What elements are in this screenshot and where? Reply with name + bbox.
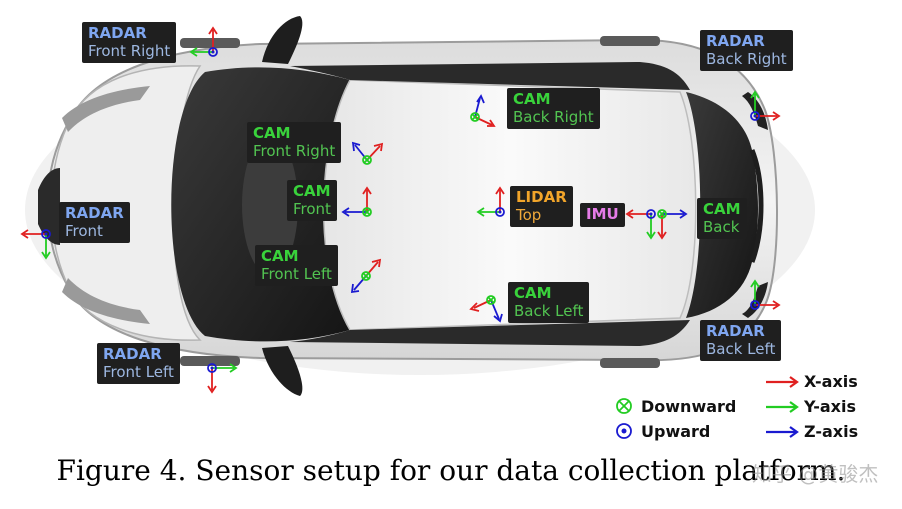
lidar-top-frame bbox=[476, 186, 505, 217]
label-cam-front-left: CAM Front Left bbox=[255, 245, 338, 286]
label-position: Back Right bbox=[513, 108, 594, 126]
car-mirror-top bbox=[262, 16, 303, 64]
label-cam-back-left: CAM Back Left bbox=[508, 282, 590, 323]
imu-frame bbox=[625, 209, 656, 240]
label-lidar-top: LIDAR Top bbox=[510, 186, 573, 227]
legend-x-axis-label: X-axis bbox=[804, 372, 858, 391]
cam-front-frame bbox=[341, 186, 372, 217]
z-axis-arrow-icon bbox=[766, 426, 799, 438]
label-type: CAM bbox=[293, 182, 331, 200]
label-type: CAM bbox=[513, 90, 551, 108]
label-type: LIDAR bbox=[516, 188, 567, 206]
label-cam-back: CAM Back bbox=[697, 198, 747, 239]
car-wheel-front-bottom bbox=[180, 356, 240, 366]
label-type: RADAR bbox=[103, 345, 162, 363]
label-position: Back Right bbox=[706, 50, 787, 68]
label-type: CAM bbox=[261, 247, 299, 265]
label-type: RADAR bbox=[706, 32, 765, 50]
y-axis-arrow-icon bbox=[766, 401, 799, 413]
label-type: CAM bbox=[703, 200, 741, 218]
label-position: Front Right bbox=[253, 142, 336, 160]
label-radar-front-left: RADAR Front Left bbox=[97, 343, 180, 384]
label-type: RADAR bbox=[65, 204, 124, 222]
label-position: Back Left bbox=[514, 302, 584, 320]
car-wheel-rear-top bbox=[600, 36, 660, 46]
label-cam-front-right: CAM Front Right bbox=[247, 122, 342, 163]
label-type: CAM bbox=[514, 284, 552, 302]
label-type: RADAR bbox=[706, 322, 765, 340]
car-wheel-front-top bbox=[180, 38, 240, 48]
car-side-window-top bbox=[290, 62, 690, 90]
car-rear-detail bbox=[749, 149, 764, 263]
car-dashboard bbox=[242, 135, 298, 275]
cam-front-left-frame bbox=[350, 258, 382, 294]
car-mirror-bottom bbox=[262, 346, 303, 396]
cam-back-right-frame bbox=[470, 94, 496, 127]
legend-z-axis-label: Z-axis bbox=[804, 422, 859, 441]
car-front-grille bbox=[38, 168, 60, 245]
label-position: Front Left bbox=[261, 265, 332, 283]
label-cam-front: CAM Front bbox=[287, 180, 337, 221]
radar-back-left-frame bbox=[750, 279, 781, 310]
label-radar-front-right: RADAR Front Right bbox=[82, 22, 177, 63]
label-cam-back-right: CAM Back Right bbox=[507, 88, 600, 129]
radar-front-right-frame bbox=[189, 26, 218, 57]
radar-front-left-frame bbox=[207, 363, 238, 394]
downward-symbol-icon bbox=[616, 398, 632, 414]
label-position: Top bbox=[516, 206, 542, 224]
label-position: Back Left bbox=[706, 340, 776, 358]
label-position: Front Right bbox=[88, 42, 171, 60]
label-type: CAM bbox=[253, 124, 291, 142]
label-radar-back-left: RADAR Back Left bbox=[700, 320, 782, 361]
car-side-window-bottom bbox=[290, 320, 690, 346]
label-position: Front bbox=[65, 222, 103, 240]
figure-caption: Figure 4. Sensor setup for our data coll… bbox=[56, 454, 846, 487]
label-position: Front bbox=[293, 200, 331, 218]
car-wheel-rear-bottom bbox=[600, 358, 660, 368]
legend-upward-label: Upward bbox=[641, 422, 711, 441]
watermark: 知乎 @黄骏杰 bbox=[752, 462, 879, 486]
label-type: RADAR bbox=[88, 24, 147, 42]
label-type: IMU bbox=[586, 205, 619, 223]
label-radar-front: RADAR Front bbox=[59, 202, 130, 243]
label-radar-back-right: RADAR Back Right bbox=[700, 30, 793, 71]
cam-back-left-frame bbox=[469, 295, 503, 323]
legend-y-axis-label: Y-axis bbox=[804, 397, 856, 416]
label-position: Front Left bbox=[103, 363, 174, 381]
cam-front-right-frame bbox=[351, 141, 384, 165]
label-imu: IMU bbox=[580, 203, 625, 227]
car-headlight-top bbox=[62, 86, 150, 132]
radar-front-frame bbox=[20, 229, 51, 260]
legend-downward-label: Downward bbox=[641, 397, 737, 416]
cam-back-frame bbox=[657, 209, 688, 240]
x-axis-arrow-icon bbox=[766, 376, 799, 388]
label-position: Back bbox=[703, 218, 740, 236]
upward-symbol-icon bbox=[616, 423, 632, 439]
car-headlight-bottom bbox=[62, 278, 150, 324]
radar-back-right-frame bbox=[750, 90, 781, 121]
